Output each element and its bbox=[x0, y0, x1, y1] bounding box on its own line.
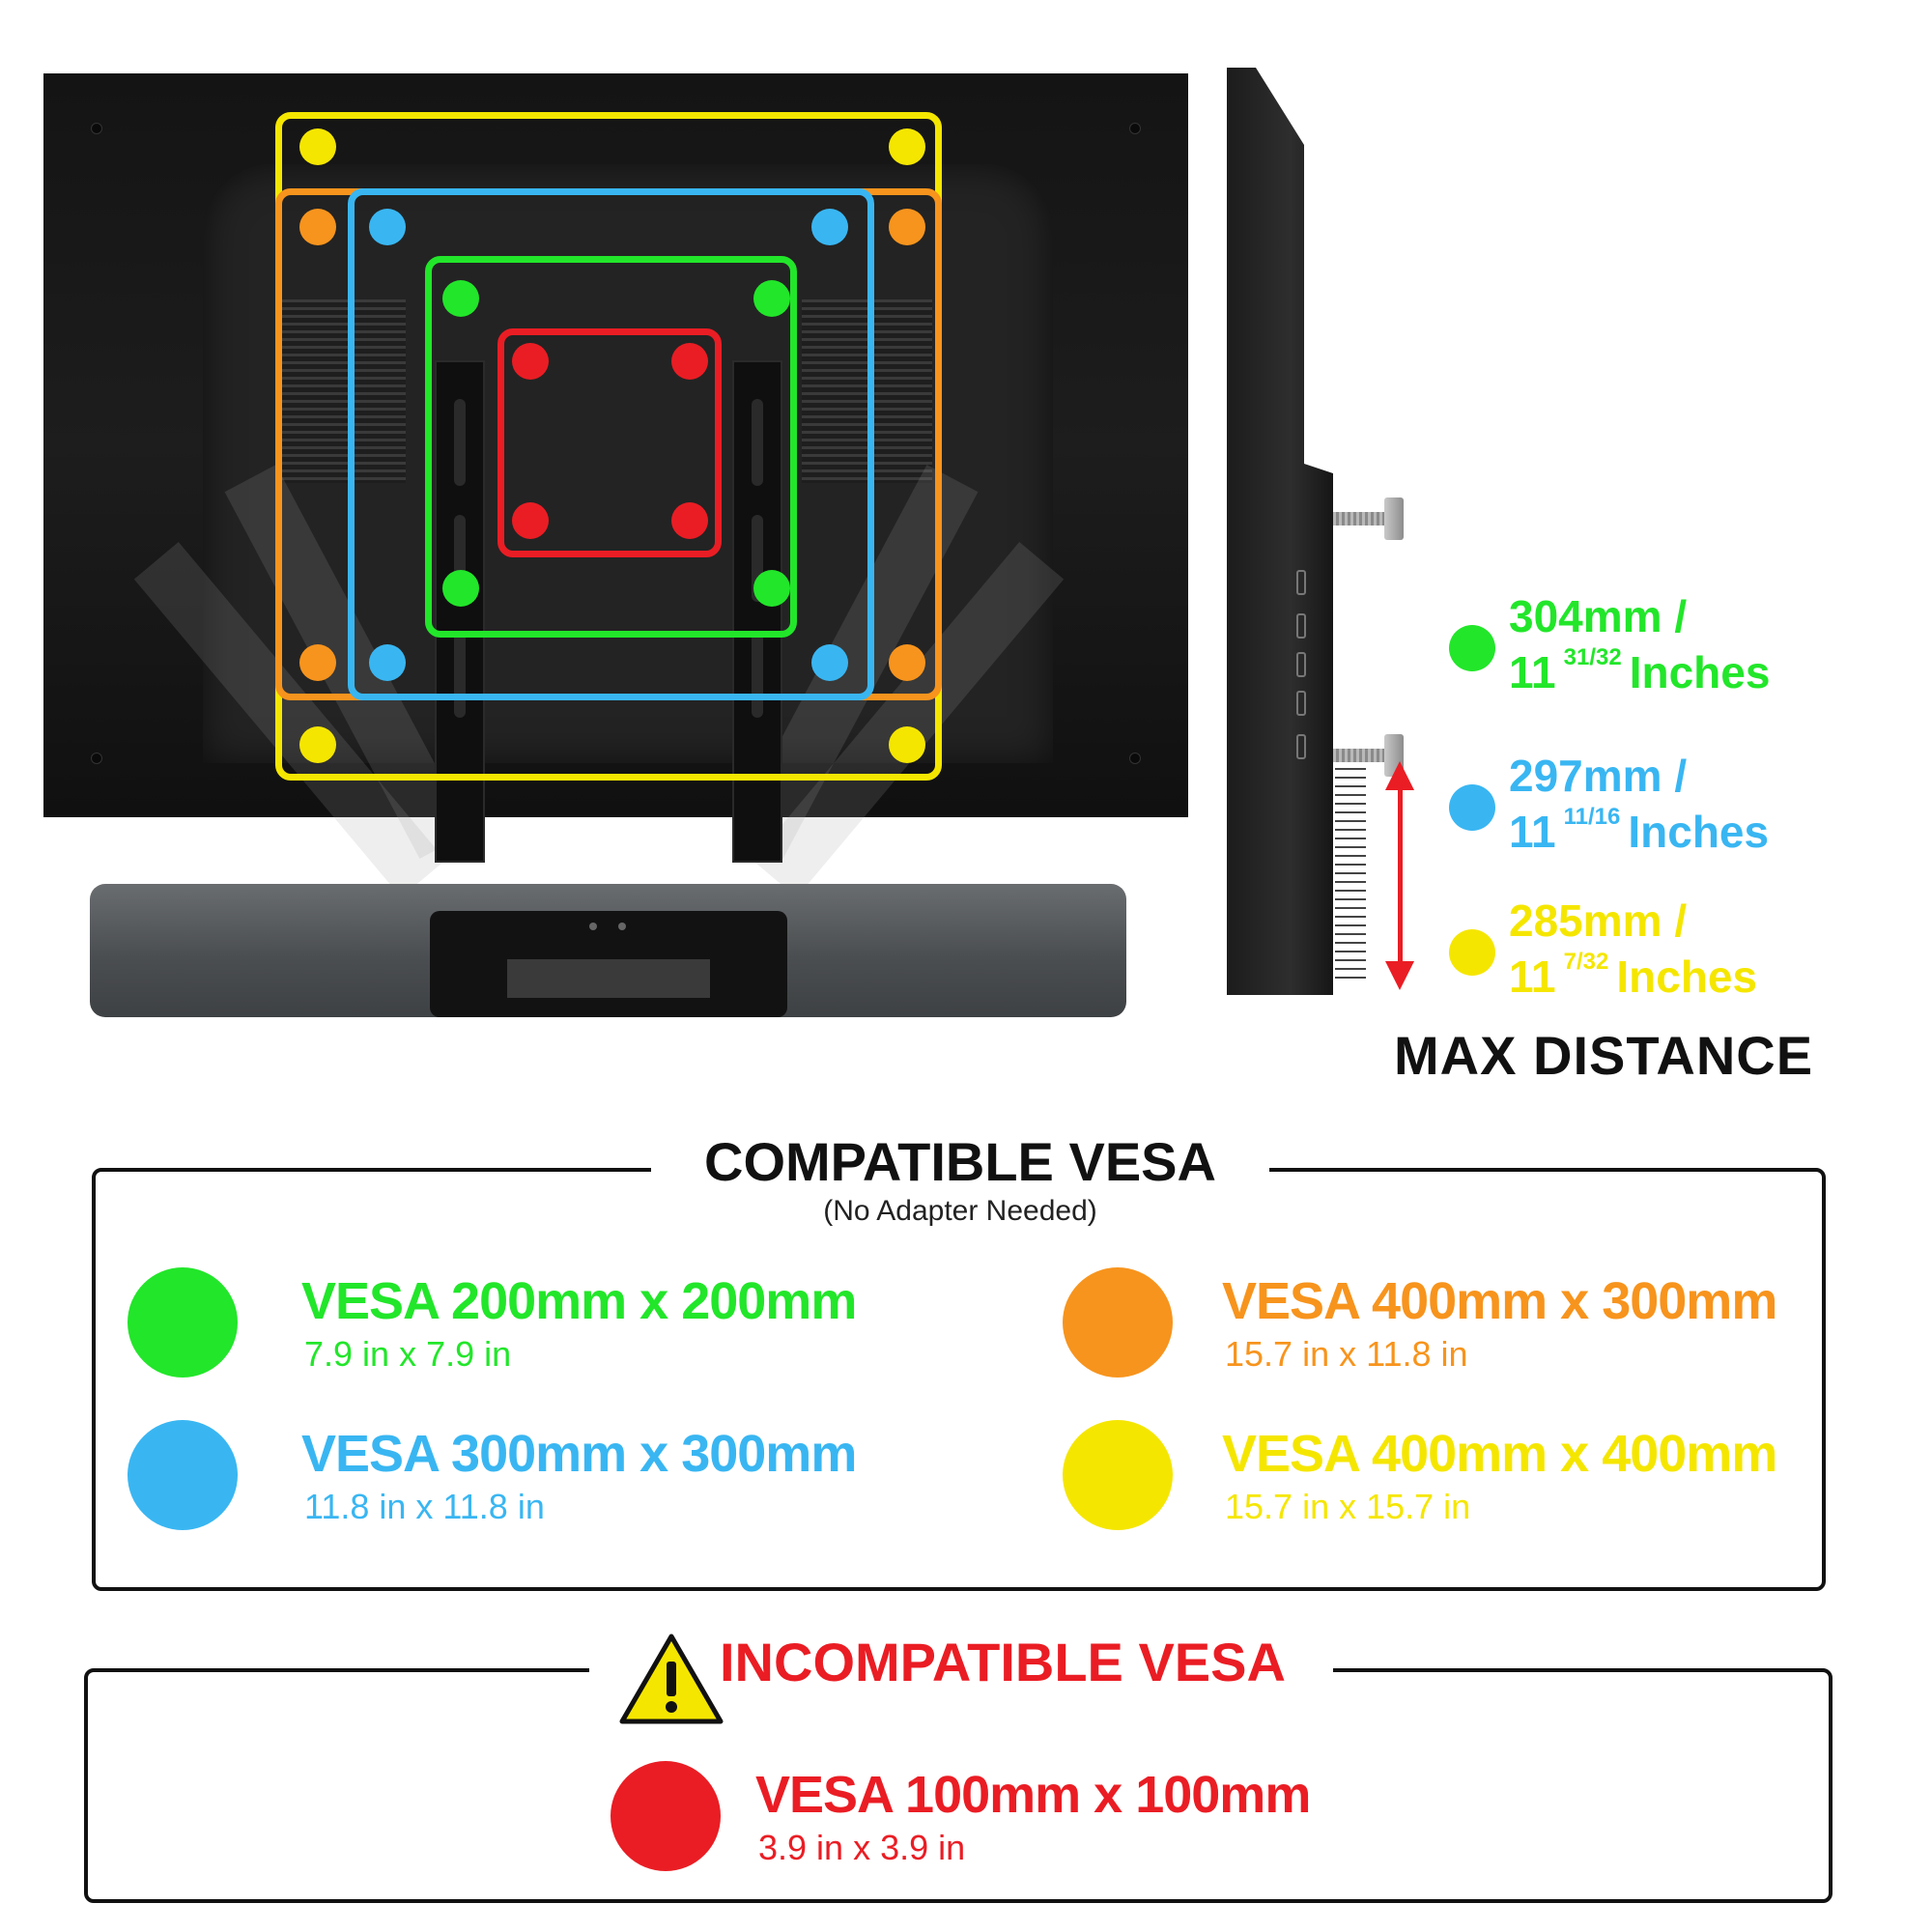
vesa-hole-green bbox=[442, 280, 479, 317]
vesa-hole-yellow bbox=[299, 128, 336, 165]
compatible-panel bbox=[92, 1168, 1826, 1591]
spec-label: VESA 200mm x 200mm bbox=[301, 1272, 857, 1330]
vesa-hole-orange bbox=[889, 644, 925, 681]
spec-sublabel: 7.9 in x 7.9 in bbox=[304, 1334, 512, 1374]
red-dot-icon bbox=[611, 1761, 721, 1871]
tv-vent-left bbox=[275, 299, 406, 483]
tv-screw bbox=[1130, 753, 1140, 763]
spec-label: VESA 400mm x 400mm bbox=[1222, 1425, 1777, 1483]
vesa-hole-orange bbox=[299, 644, 336, 681]
spec-label: VESA 400mm x 300mm bbox=[1222, 1272, 1777, 1330]
warning-triangle-icon bbox=[619, 1634, 724, 1724]
distance-mm: 297mm / bbox=[1509, 751, 1688, 801]
vesa-hole-red bbox=[671, 502, 708, 539]
vesa-hole-blue bbox=[369, 644, 406, 681]
vesa-hole-red bbox=[512, 502, 549, 539]
spec-sublabel: 15.7 in x 11.8 in bbox=[1225, 1334, 1468, 1374]
spec-sublabel: 3.9 in x 3.9 in bbox=[758, 1828, 966, 1867]
spec-sublabel: 11.8 in x 11.8 in bbox=[304, 1487, 545, 1526]
compatible-title: COMPATIBLE VESA bbox=[651, 1130, 1269, 1193]
tv-side-body bbox=[1227, 68, 1333, 995]
tv-screw bbox=[92, 124, 101, 133]
vesa-hole-orange bbox=[299, 209, 336, 245]
mount-bolt-upper-head bbox=[1384, 497, 1404, 540]
side-port bbox=[1296, 734, 1306, 759]
yellow-dot-icon bbox=[1063, 1420, 1173, 1530]
arrow-up-icon bbox=[1385, 761, 1414, 790]
vesa-hole-blue bbox=[811, 209, 848, 245]
vesa-hole-yellow bbox=[299, 726, 336, 763]
vesa-100x100-outline bbox=[497, 328, 722, 557]
spec-label: VESA 300mm x 300mm bbox=[301, 1425, 857, 1483]
green-dot-icon bbox=[1449, 625, 1495, 671]
tv-back-illustration bbox=[39, 68, 1188, 1019]
vesa-hole-orange bbox=[889, 209, 925, 245]
stand-base bbox=[430, 911, 787, 1017]
mount-bolt-lower bbox=[1333, 749, 1386, 762]
mount-bolt-upper bbox=[1333, 512, 1386, 526]
blue-dot-icon bbox=[128, 1420, 238, 1530]
green-dot-icon bbox=[128, 1267, 238, 1378]
arrow-down-icon bbox=[1385, 961, 1414, 990]
yellow-dot-icon bbox=[1449, 929, 1495, 976]
vesa-hole-yellow bbox=[889, 726, 925, 763]
side-port bbox=[1296, 691, 1306, 716]
orange-dot-icon bbox=[1063, 1267, 1173, 1378]
side-port bbox=[1296, 613, 1306, 639]
vesa-hole-red bbox=[512, 343, 549, 380]
spec-sublabel: 15.7 in x 15.7 in bbox=[1225, 1487, 1471, 1526]
compatible-subtitle: (No Adapter Needed) bbox=[823, 1195, 1097, 1227]
vesa-300x300-outline bbox=[348, 188, 874, 700]
distance-mm: 304mm / bbox=[1509, 591, 1688, 641]
incompatible-title: INCOMPATIBLE VESA bbox=[720, 1632, 1286, 1692]
ruler-scale bbox=[1335, 768, 1366, 985]
vesa-hole-green bbox=[753, 570, 790, 607]
tv-side-illustration bbox=[1227, 68, 1420, 1014]
side-port bbox=[1296, 652, 1306, 677]
vesa-hole-green bbox=[753, 280, 790, 317]
spec-label: VESA 100mm x 100mm bbox=[755, 1766, 1311, 1824]
max-distance-arrow bbox=[1398, 778, 1403, 971]
tv-screw bbox=[1130, 124, 1140, 133]
vesa-200x200-outline bbox=[425, 256, 797, 638]
tv-vent-right bbox=[802, 299, 932, 483]
side-port bbox=[1296, 570, 1306, 595]
max-distance-label: MAX DISTANCE bbox=[1394, 1025, 1814, 1086]
vesa-hole-blue bbox=[369, 209, 406, 245]
blue-dot-icon bbox=[1449, 784, 1495, 831]
vesa-hole-yellow bbox=[889, 128, 925, 165]
vesa-hole-red bbox=[671, 343, 708, 380]
vesa-hole-green bbox=[442, 570, 479, 607]
vesa-hole-blue bbox=[811, 644, 848, 681]
distance-mm: 285mm / bbox=[1509, 895, 1688, 946]
tv-screw bbox=[92, 753, 101, 763]
